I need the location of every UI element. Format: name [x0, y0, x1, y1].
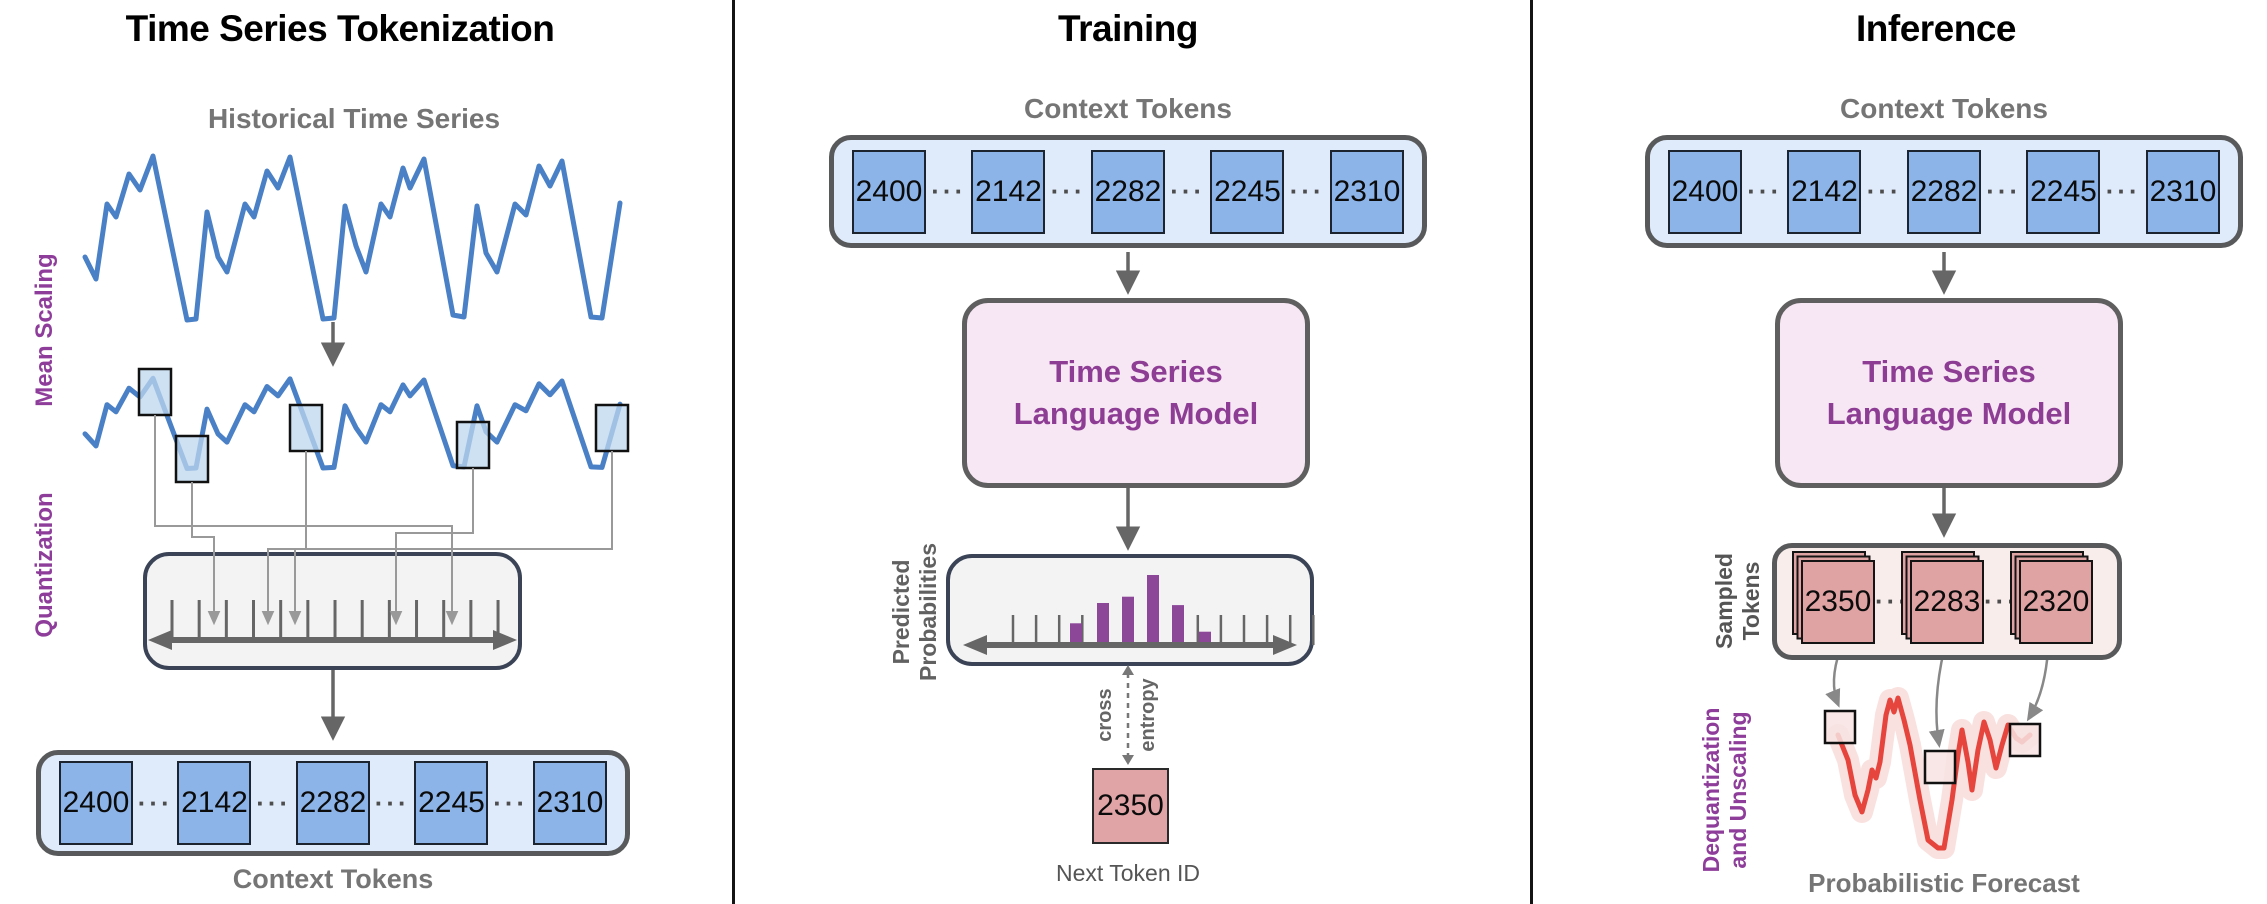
entropy-label: entropy	[1137, 678, 1160, 752]
context-token: 2282	[1090, 149, 1165, 234]
dequantized-sample-boxes	[1823, 709, 2042, 785]
training-graphics	[946, 252, 1315, 765]
ellipsis: ···	[1289, 176, 1325, 206]
axis-left-arrowhead	[148, 630, 172, 650]
model-label-line2: Language Model	[1826, 396, 2072, 431]
context-token: 2310	[2145, 149, 2220, 234]
context-token: 2142	[1787, 149, 1862, 234]
time-series-language-model-box: Time Series Language Model	[1775, 298, 2123, 488]
context-token: 2142	[177, 761, 252, 845]
sample-highlight-boxes	[137, 367, 630, 484]
inference-title: Inference	[1855, 8, 2017, 49]
context-tokens-container: 2400 ··· 2142 ··· 2282 ··· 2245 ··· 2310	[1645, 135, 2243, 248]
historical-series-line	[85, 156, 620, 320]
context-token: 2245	[414, 761, 489, 845]
next-token-caption: Next Token ID	[1055, 860, 1201, 886]
model-label-line1: Time Series	[1862, 354, 2036, 390]
axis-left-arrowhead	[963, 635, 987, 655]
panel-tokenization: Time Series Tokenization Historical Time…	[0, 0, 732, 904]
tokenization-title: Time Series Tokenization	[125, 8, 555, 49]
panel-divider	[1530, 0, 1533, 904]
cross-label: cross	[1094, 688, 1117, 742]
ellipsis: ···	[931, 176, 967, 206]
sampled-token-stack: 2350	[1792, 550, 1875, 644]
context-token: 2400	[1668, 149, 1742, 234]
sample-to-bin-connectors	[154, 415, 613, 626]
ellipsis: ···	[374, 787, 410, 818]
ellipsis: ···	[1050, 176, 1086, 206]
axis-right-arrowhead	[1273, 635, 1297, 655]
ellipsis: ···	[256, 787, 292, 818]
context-token: 2310	[532, 761, 607, 845]
context-tokens-container: 2400 ··· 2142 ··· 2282 ··· 2245 ··· 2310	[36, 750, 630, 856]
context-token: 2282	[1906, 149, 1981, 234]
quantization-box	[143, 552, 522, 670]
sampled-token: 2320	[2018, 559, 2093, 644]
axis-right-arrowhead	[493, 630, 517, 650]
context-token: 2245	[1210, 149, 1285, 234]
sampled-tokens-container: 2350 ··· 2283 ··· 2320	[1772, 543, 2122, 660]
ellipsis: ···	[493, 787, 529, 818]
context-token: 2245	[2026, 149, 2101, 234]
context-tokens-caption: Context Tokens	[232, 864, 434, 894]
context-token: 2400	[852, 149, 926, 234]
historical-series-heading: Historical Time Series	[207, 103, 501, 134]
time-series-language-model-box: Time Series Language Model	[962, 298, 1310, 488]
panel-inference: Inference Context Tokens 2400 ··· 2142 ·…	[1533, 0, 2267, 904]
sampled-tokens-label: Sampled Tokens	[1710, 553, 1764, 649]
next-token-box: 2350	[1092, 768, 1169, 844]
ellipsis: ···	[1747, 176, 1783, 206]
context-token: 2400	[59, 761, 133, 845]
model-label-line1: Time Series	[1049, 354, 1223, 390]
sampled-token: 2283	[1909, 559, 1984, 644]
dequantization-label: Dequantization and Unscaling	[1697, 707, 1751, 873]
dashed-down-arrowhead	[1122, 755, 1134, 765]
dashed-up-arrowhead	[1122, 665, 1134, 675]
sampled-token: 2350	[1801, 559, 1875, 644]
probabilistic-forecast-caption: Probabilistic Forecast	[1808, 868, 2080, 898]
ellipsis: ···	[2105, 176, 2141, 206]
context-tokens-container: 2400 ··· 2142 ··· 2282 ··· 2245 ··· 2310	[829, 135, 1427, 248]
context-tokens-heading: Context Tokens	[1840, 93, 2048, 124]
panel-training: Training Context Tokens 2400 ··· 2142 ··…	[735, 0, 1530, 904]
context-token: 2282	[295, 761, 370, 845]
ellipsis: ···	[1170, 176, 1206, 206]
forecast-line	[1835, 695, 2033, 851]
training-title: Training	[1058, 8, 1198, 49]
probability-bars	[1070, 575, 1211, 645]
context-tokens-heading: Context Tokens	[1024, 93, 1232, 124]
ellipsis: ···	[1986, 176, 2022, 206]
sampled-token-stack: 2283	[1900, 550, 1984, 644]
tokenization-graphics	[0, 0, 630, 741]
ellipsis: ···	[1866, 176, 1902, 206]
ellipsis: ···	[137, 787, 173, 818]
mean-scaling-label: Mean Scaling	[30, 253, 58, 407]
sampled-token-stack: 2320	[2009, 550, 2093, 644]
predicted-probabilities-label: Predicted Probabilities	[887, 542, 941, 682]
model-label-line2: Language Model	[1013, 396, 1259, 431]
context-token: 2142	[971, 149, 1046, 234]
quantization-ticks	[170, 600, 500, 640]
context-token: 2310	[1329, 149, 1404, 234]
quantization-label: Quantization	[30, 492, 58, 638]
panel-divider	[732, 0, 735, 904]
